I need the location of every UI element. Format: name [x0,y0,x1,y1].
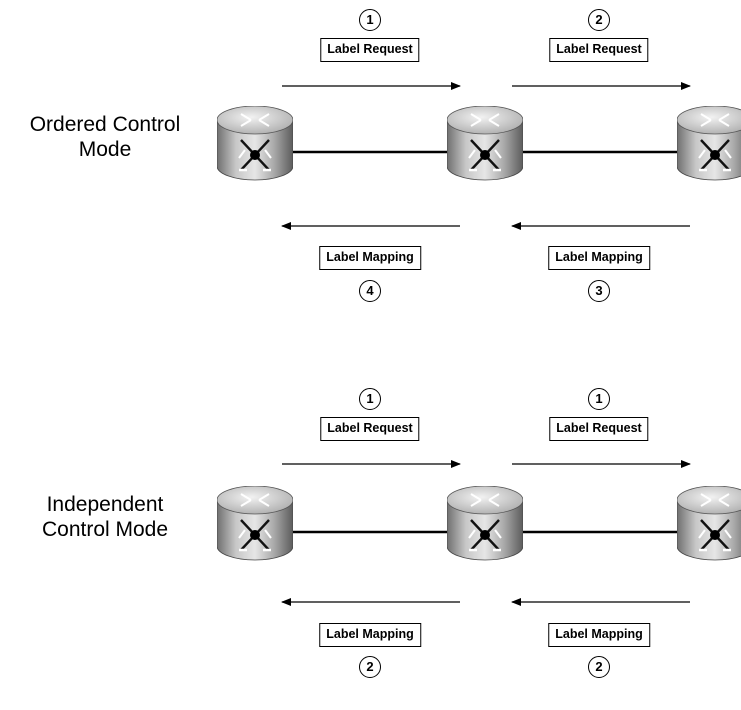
independent-control-mode-panel: Independent Control Mode 1 Label Request… [0,380,741,710]
label-mapping-box: Label Mapping [548,246,650,270]
step-number: 1 [359,388,381,410]
step-number: 2 [588,9,610,31]
mode-title: Independent Control Mode [0,492,210,542]
router-icon [217,106,293,182]
label-mapping-box: Label Mapping [319,623,421,647]
ordered-control-mode-panel: Ordered Control Mode 1 Label Request 2 L… [0,0,741,330]
router-icon [677,486,741,562]
step-number: 1 [588,388,610,410]
mode-title-line2: Control Mode [41,518,169,541]
ordered-topology [217,82,741,230]
mode-title-line1: Ordered Control [29,113,181,136]
step-number: 2 [588,656,610,678]
mode-title-line2: Mode [78,138,132,161]
label-request-box: Label Request [320,417,420,441]
router-icon [447,486,523,562]
step-number: 1 [359,9,381,31]
mode-title: Ordered Control Mode [0,112,210,162]
label-request-box: Label Request [549,417,649,441]
step-number: 3 [588,280,610,302]
router-icon [217,486,293,562]
independent-topology [217,460,741,606]
label-request-box: Label Request [320,38,420,62]
step-number: 4 [359,280,381,302]
label-mapping-box: Label Mapping [319,246,421,270]
router-icon [447,106,523,182]
mode-title-line1: Independent [46,493,164,516]
label-request-box: Label Request [549,38,649,62]
label-mapping-box: Label Mapping [548,623,650,647]
step-number: 2 [359,656,381,678]
router-icon [677,106,741,182]
